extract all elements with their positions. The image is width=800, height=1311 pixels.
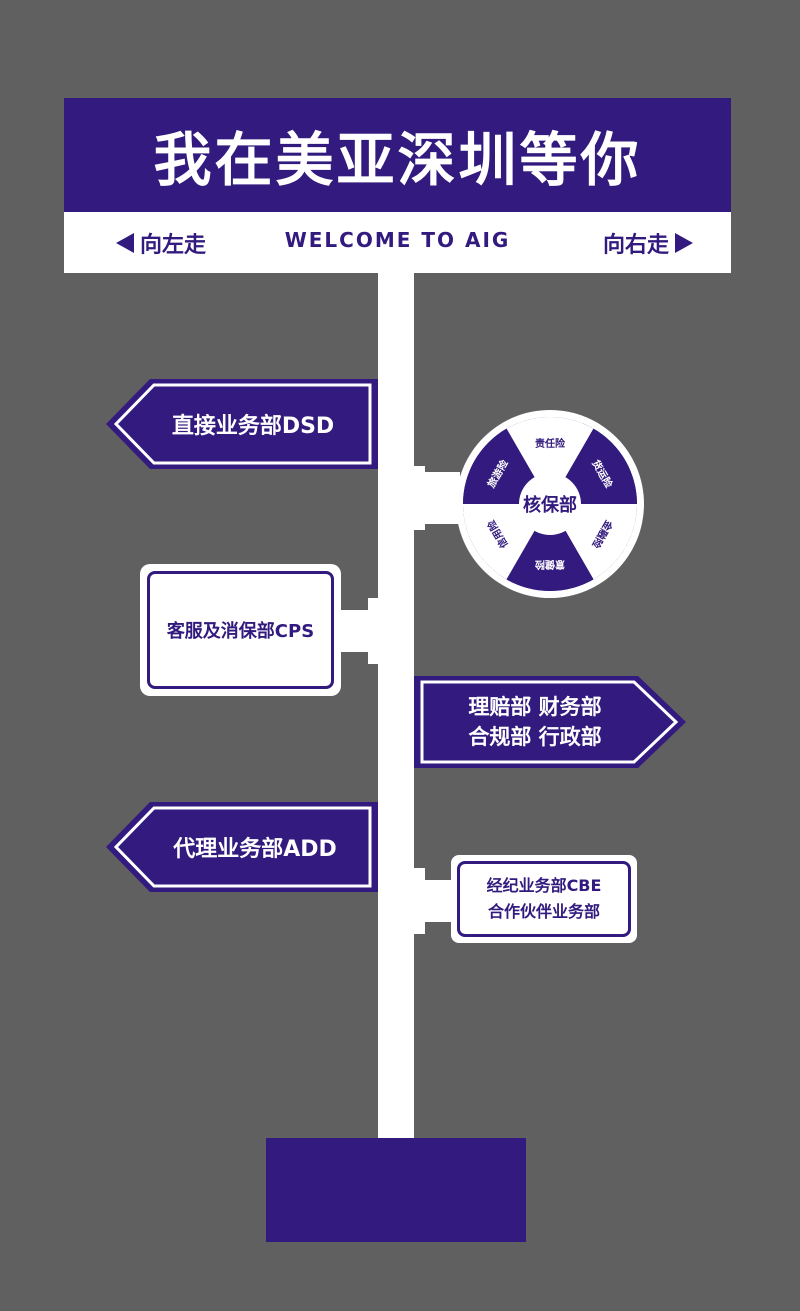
cbe-box-sign: 经纪业务部CBE 合作伙伴业务部 [451, 855, 637, 943]
wheel-segment-label: 责任险 [535, 437, 566, 450]
cps-box-sign: 客服及消保部CPS [140, 564, 341, 696]
sign-pole [378, 273, 414, 1139]
left-direction: 向左走 [116, 212, 206, 273]
right-direction: 向右走 [603, 212, 693, 273]
wheel-segment [506, 504, 594, 591]
wheel-center-label: 核保部 [523, 495, 577, 516]
cbe-bracket-plate [413, 868, 425, 934]
cps-sign-label: 客服及消保部CPS [147, 571, 334, 689]
cbe-sign-text: 经纪业务部CBE 合作伙伴业务部 [457, 861, 631, 937]
right-arrow-icon [675, 232, 693, 253]
signboard-subbar: 向左走 WELCOME TO AIG 向右走 [64, 212, 731, 273]
claims-sign-text: 理赔部 财务部 合规部 行政部 [440, 688, 630, 756]
cbe-line-2: 合作伙伴业务部 [487, 902, 600, 921]
wheel-segment-label: 意健险 [534, 558, 565, 571]
right-direction-label: 向右走 [602, 232, 669, 258]
claims-line-1: 理赔部 财务部 [468, 695, 602, 719]
cps-bracket-plate [368, 598, 380, 664]
dsd-sign-label: 直接业务部DSD [171, 414, 335, 439]
signboard-title: 我在美亚深圳等你 [64, 98, 731, 212]
left-direction-label: 向左走 [140, 232, 207, 258]
welcome-text: WELCOME TO AIG [284, 228, 511, 252]
dsd-arrow-sign [106, 379, 378, 469]
pole-base [266, 1138, 526, 1242]
add-sign-label: 代理业务部ADD [173, 837, 337, 862]
cbe-line-1: 经纪业务部CBE [486, 876, 602, 895]
add-arrow-sign [106, 802, 378, 892]
left-arrow-icon [116, 232, 134, 253]
claims-line-2: 合规部 行政部 [468, 725, 602, 749]
wheel-bracket-plate [413, 466, 425, 530]
claims-arrow-sign [414, 676, 686, 768]
wheel-segment [506, 417, 594, 504]
top-signboard: 我在美亚深圳等你 向左走 WELCOME TO AIG 向右走 [64, 98, 731, 273]
